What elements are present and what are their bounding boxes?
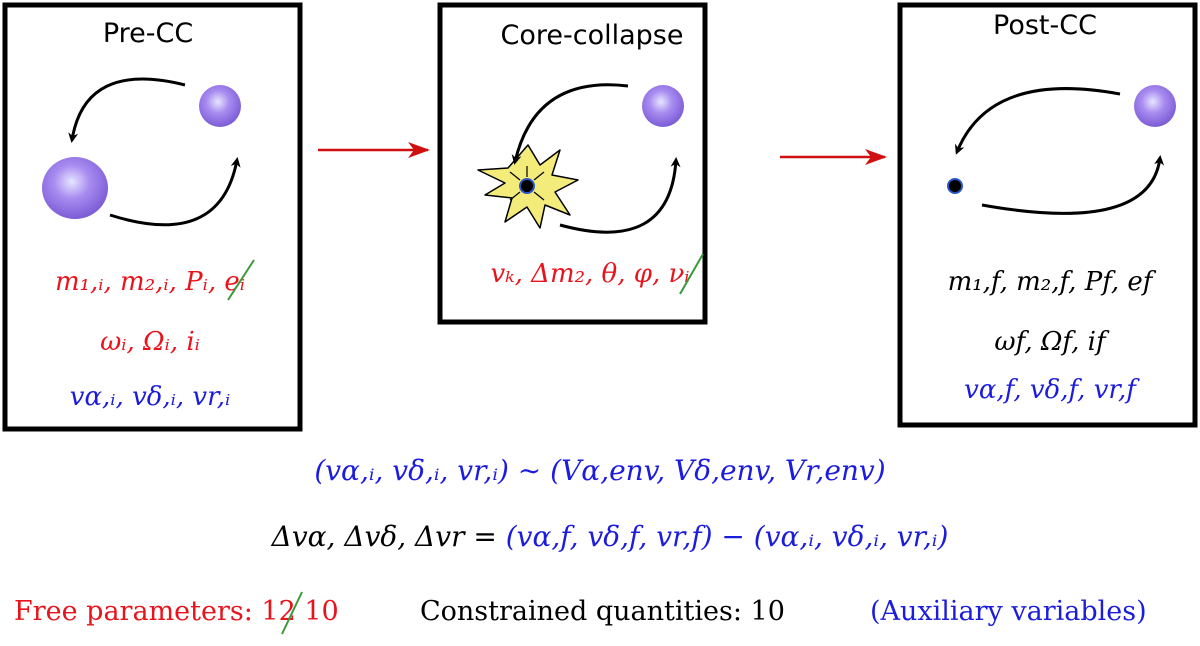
companion-star-cc xyxy=(642,85,684,127)
pre-cc-params-line2: ωᵢ, Ωᵢ, iᵢ xyxy=(100,327,200,357)
panel-pre-cc-frame xyxy=(2,2,303,432)
legend-constrained-quantities: Constrained quantities: 10 xyxy=(420,596,785,627)
orbit-arrow-bottom-post xyxy=(981,155,1165,215)
companion-star-post xyxy=(1134,85,1176,127)
companion-star xyxy=(199,85,241,127)
primary-star xyxy=(42,157,108,219)
orbit-arrow-top xyxy=(68,77,186,143)
panel-core-collapse-title: Core-collapse xyxy=(501,20,684,51)
infall-arrows-icon xyxy=(509,166,545,201)
panel-post-cc-title: Post-CC xyxy=(993,10,1097,41)
orbit-arrow-top-post xyxy=(954,87,1121,155)
pre-cc-params-line1: m₁,ᵢ, m₂,ᵢ, Pᵢ, eᵢ xyxy=(55,267,245,297)
panel-pre-cc: Pre-CC m₁,ᵢ, m₂,ᵢ, Pᵢ, eᵢ ωᵢ, Ωᵢ, iᵢ vα,… xyxy=(2,2,303,432)
orbit-arrow-top-cc xyxy=(511,83,629,165)
strike-mark-e xyxy=(227,259,255,301)
panel-pre-cc-title: Pre-CC xyxy=(103,18,193,49)
post-cc-params-line2: ωf, Ωf, if xyxy=(994,327,1110,357)
orbit-arrow-bottom xyxy=(109,157,241,227)
legend-free-parameters: Free parameters: 12 10 xyxy=(14,596,339,627)
post-cc-params-line1: m₁,f, m₂,f, Pf, ef xyxy=(948,267,1157,297)
collapsed-core xyxy=(519,178,535,194)
post-cc-aux-line3: vα,f, vδ,f, vr,f xyxy=(964,375,1140,405)
orbit-arrow-bottom-cc xyxy=(559,157,681,234)
panel-post-cc-frame xyxy=(897,2,1198,428)
pre-cc-aux-line3: vα,ᵢ, vδ,ᵢ, vr,ᵢ xyxy=(70,382,230,412)
panel-core-collapse: Core-collapse vₖ, Δm₂, θ, φ, νᵢ xyxy=(437,2,708,325)
delta-velocity-equation: Δvα, Δvδ, Δvr = (vα,f, vδ,f, vr,f) − (vα… xyxy=(271,520,949,553)
panel-core-collapse-frame xyxy=(437,2,708,325)
compact-remnant xyxy=(947,178,963,194)
panel-post-cc: Post-CC m₁,f, m₂,f, Pf, ef ωf, Ωf, if vα… xyxy=(897,2,1198,428)
core-collapse-params-line1: vₖ, Δm₂, θ, φ, νᵢ xyxy=(490,259,689,289)
legend-auxiliary-variables: (Auxiliary variables) xyxy=(870,596,1147,627)
env-velocity-relation: (vα,ᵢ, vδ,ᵢ, vr,ᵢ) ∼ (Vα,env, Vδ,env, Vr… xyxy=(314,454,885,487)
strike-mark-12 xyxy=(281,591,303,635)
strike-mark-nu xyxy=(679,253,704,295)
